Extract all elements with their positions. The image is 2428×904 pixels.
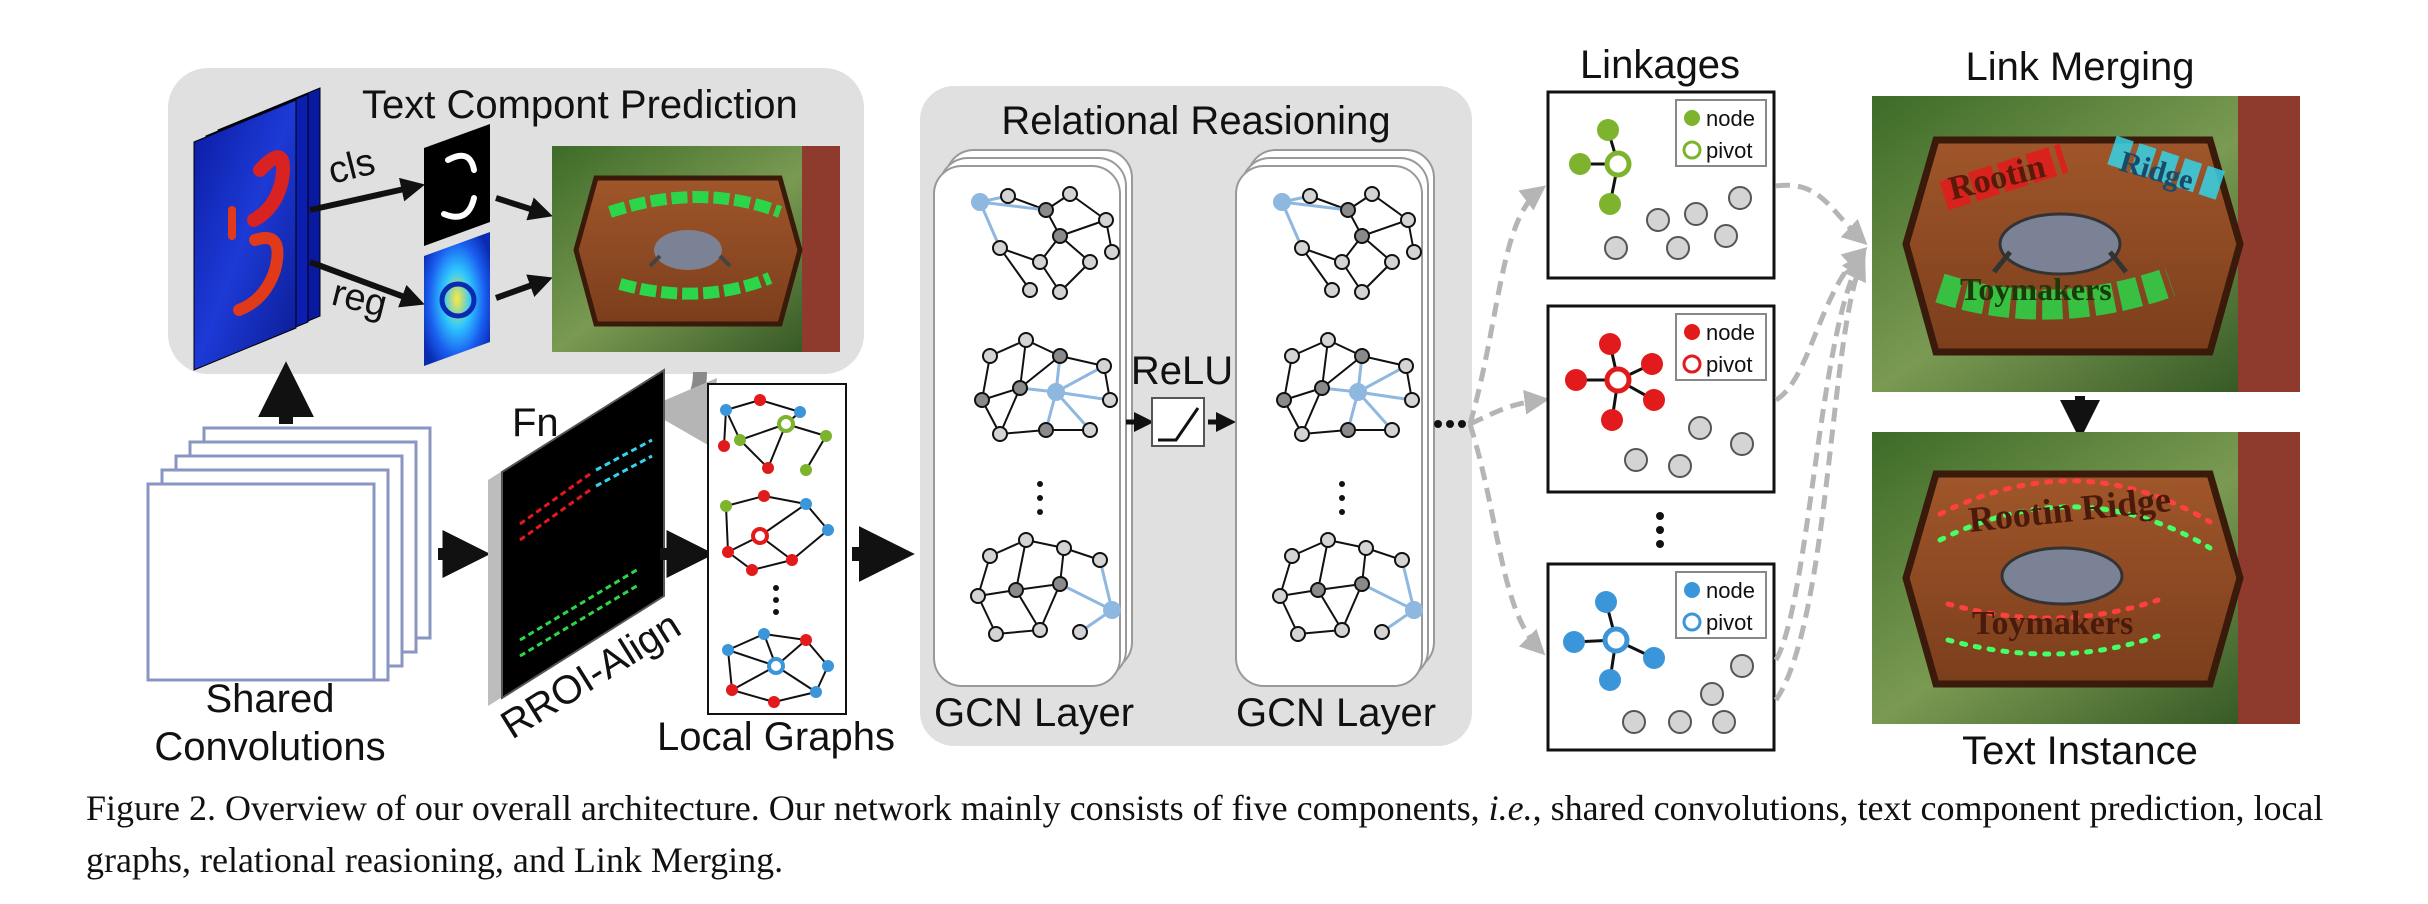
text-instance-image: Rootin Ridge Toymakers [1872, 432, 2300, 724]
heatmap-stack [193, 87, 321, 371]
gcn-layer-1-label: GCN Layer [934, 691, 1134, 735]
linkage-box-blue: node pivot [1546, 562, 1776, 752]
relu-label: ReLU [1131, 349, 1233, 393]
text-component-prediction-title: Text Compont Prediction [362, 83, 798, 127]
legend-green-node: node [1706, 106, 1755, 131]
local-graphs-label: Local Graphs [657, 715, 895, 759]
link-merging-title: Link Merging [1965, 45, 2194, 89]
figure-caption: Figure 2. Overview of our overall archit… [86, 782, 2386, 886]
reg-arrow [308, 259, 425, 308]
legend-red-pivot: pivot [1706, 352, 1752, 377]
merge-sign-bottom: Toymakers [1960, 271, 2112, 307]
caption-italic: i.e. [1488, 788, 1533, 828]
reg-map [424, 232, 490, 366]
legend-blue-node: node [1706, 578, 1755, 603]
legend-red-node: node [1706, 320, 1755, 345]
legend-blue-pivot: pivot [1706, 610, 1752, 635]
linkages-title: Linkages [1580, 43, 1740, 87]
merging-arrows [1773, 182, 1868, 702]
cls-arrow [309, 177, 426, 213]
linkage-box-green: node pivot [1546, 90, 1776, 280]
shared-label-line1: Shared [206, 677, 335, 721]
shared-label-line2: Convolutions [154, 725, 385, 769]
prediction-image [552, 146, 840, 352]
relational-reasoning-panel: Relational Reasioning [920, 86, 1472, 746]
caption-prefix: Figure 2. Overview of our overall archit… [86, 788, 1489, 828]
local-graphs: Local Graphs [657, 383, 895, 759]
curved-gray-arrow [645, 371, 717, 448]
fn-label: Fn [512, 401, 559, 445]
legend-green-pivot: pivot [1706, 138, 1752, 163]
text-instance-label: Text Instance [1962, 729, 2198, 773]
relational-reasoning-title: Relational Reasioning [1001, 99, 1390, 143]
shared-convolutions: Shared Convolutions [146, 426, 432, 769]
cls-to-image-arrow [495, 195, 553, 221]
cls-map [424, 124, 490, 246]
linkage-arrows [1467, 185, 1550, 656]
linkage-box-red: node pivot [1546, 304, 1776, 494]
instance-sign-bottom: Toymakers [1972, 605, 2133, 642]
caption-suffix: , shared convolutions, text component pr… [86, 788, 2324, 880]
rroi-align-feature: Fn RROI-Align [488, 368, 688, 748]
relu-block: ReLU [1126, 349, 1236, 447]
gcn-layer-2: GCN Layer [1235, 149, 1436, 735]
link-merging-image: Rootin Ridge Toymakers [1872, 96, 2300, 392]
gcn-layer-1: GCN Layer [933, 149, 1134, 735]
reg-to-image-arrow [494, 274, 553, 301]
gcn-layer-2-label: GCN Layer [1236, 691, 1436, 735]
text-component-prediction-panel: Text Compont Prediction cls reg [168, 68, 864, 448]
